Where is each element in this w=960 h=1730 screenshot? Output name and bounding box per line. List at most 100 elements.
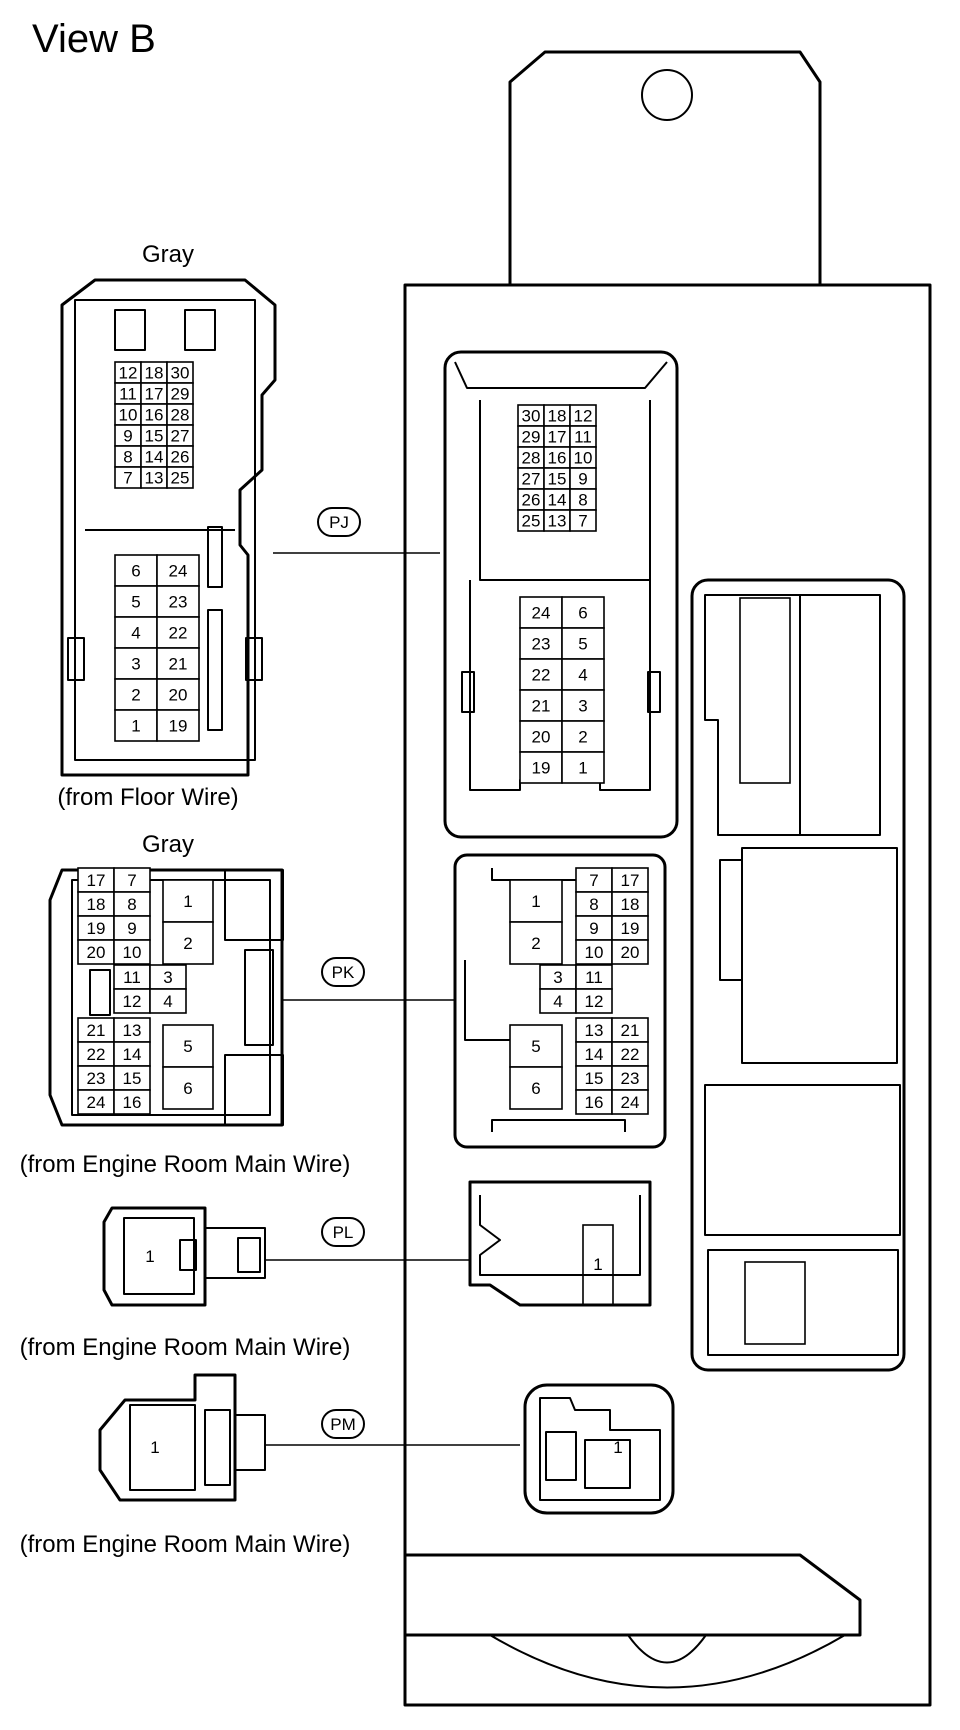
pj-right-pin-28-label: 28 (522, 449, 541, 468)
pk-right-pin-22-cell (611, 1041, 649, 1067)
pk-right-pin-9-label: 9 (589, 919, 598, 938)
pj-left-pin-3-label: 3 (131, 655, 140, 674)
pk-left-pin-13-label: 13 (123, 1021, 142, 1040)
pm-left-pin: 1 (150, 1438, 159, 1457)
pk-left-pin-8-label: 8 (127, 895, 136, 914)
pk-left-pin-10-label: 10 (123, 943, 142, 962)
pk-left-pin-12-cell (113, 988, 151, 1014)
pk-left-pin-1-label: 1 (183, 892, 192, 911)
pj-right-pin-2-cell (561, 720, 605, 753)
pj-left-pin-22-cell (156, 616, 200, 649)
pk-left-pin-13-cell (113, 1017, 151, 1043)
pk-right-pin-21-label: 21 (621, 1021, 640, 1040)
pj-left-pin-30-label: 30 (171, 364, 190, 383)
relay-cassette (690, 578, 906, 1372)
pk-color-label: Gray (142, 831, 194, 858)
pj-right-pin-24-label: 24 (532, 604, 551, 623)
pj-right-pin-6-cell (561, 596, 605, 629)
pj-left-pin-23-label: 23 (169, 593, 188, 612)
pk-left-pin-5-label: 5 (183, 1037, 192, 1056)
pm-right-pin: 1 (613, 1438, 622, 1457)
pj-left-pin-20-label: 20 (169, 686, 188, 705)
pj-left-pin-9-label: 9 (123, 427, 132, 446)
pk-left-pin-23-label: 23 (87, 1069, 106, 1088)
pj-left-pin-14-label: 14 (145, 448, 164, 467)
pj-right-pin-17-label: 17 (548, 428, 567, 447)
pk-right-pin-20-cell (611, 939, 649, 965)
pj-left-connector-body (60, 278, 277, 777)
pk-tag: PK (321, 957, 365, 987)
pj-left-pin-4-label: 4 (131, 624, 140, 643)
pj-left-pin-11-label: 11 (119, 385, 137, 404)
pl-left-connector-body (102, 1206, 266, 1307)
pk-left-pin-4-cell (149, 988, 187, 1014)
pj-right-pin-2-label: 2 (578, 728, 587, 747)
pj-right-pin-10-label: 10 (574, 449, 593, 468)
pk-left-pin-2-label: 2 (183, 934, 192, 953)
pj-right-pin-19-label: 19 (532, 759, 551, 778)
pk-left-pin-24-label: 24 (87, 1093, 106, 1112)
pj-left-pin-24-label: 24 (169, 562, 188, 581)
pk-left-pin-7-label: 7 (127, 871, 136, 890)
pj-right-pin-7-cell (569, 509, 597, 532)
pk-right-pin-10-label: 10 (585, 943, 604, 962)
pj-right-pin-5-label: 5 (578, 635, 587, 654)
pk-right-pin-11-cell (575, 964, 613, 990)
svg-text:PM: PM (330, 1415, 356, 1434)
pj-right-pin-21-cell (519, 689, 563, 722)
pk-right-pin-2-cell (509, 921, 563, 965)
pk-left-pin-3-cell (149, 964, 187, 990)
pk-right-pin-1-cell (509, 879, 563, 923)
pj-left-pin-26-label: 26 (171, 448, 190, 467)
pj-right-pin-19-cell (519, 751, 563, 784)
pk-left-pin-1-cell (162, 879, 214, 923)
pj-left-pin-8-label: 8 (123, 448, 132, 467)
pk-right-pin-7-label: 7 (589, 871, 598, 890)
pj-right-pin-12-label: 12 (574, 407, 593, 426)
pk-right-pin-10-cell (575, 939, 613, 965)
pk-left-pin-3-label: 3 (163, 968, 172, 987)
pj-left-pin-10-label: 10 (119, 406, 138, 425)
pm-source-label: (from Engine Room Main Wire) (20, 1531, 351, 1558)
pk-right-pin-13-label: 13 (585, 1021, 604, 1040)
pk-left-pin-16-label: 16 (123, 1093, 142, 1112)
pj-left-pin-12-label: 12 (119, 364, 138, 383)
pj-left-pin-29-label: 29 (171, 385, 190, 404)
pj-right-pin-30-label: 30 (522, 407, 541, 426)
pj-left-pin-2-label: 2 (131, 686, 140, 705)
pk-right-pin-15-label: 15 (585, 1069, 604, 1088)
pj-left-pin-16-label: 16 (145, 406, 164, 425)
pk-right-pin-23-label: 23 (621, 1069, 640, 1088)
pk-right-pin-8-label: 8 (589, 895, 598, 914)
pk-right-pin-12-label: 12 (585, 992, 604, 1011)
pj-right-pin-14-label: 14 (548, 491, 567, 510)
pj-left-pin-22-label: 22 (169, 624, 188, 643)
pj-right-pin-25-label: 25 (522, 512, 541, 531)
pk-right-pin-20-label: 20 (621, 943, 640, 962)
pk-left-pin-6-cell (162, 1066, 214, 1110)
pl-tag: PL (321, 1217, 365, 1247)
pk-right-pin-22-label: 22 (621, 1045, 640, 1064)
pk-left-pin-20-label: 20 (87, 943, 106, 962)
pj-left-pin-19-label: 19 (169, 717, 188, 736)
pj-right-pin-1-label: 1 (578, 759, 587, 778)
pj-tag: PJ (317, 507, 361, 537)
pj-right-pin-11-label: 11 (574, 428, 592, 447)
pj-right-pin-4-label: 4 (578, 666, 587, 685)
pk-left-pin-17-label: 17 (87, 871, 106, 890)
pj-right-pin-6-label: 6 (578, 604, 587, 623)
pj-left-pin-7-label: 7 (123, 469, 132, 488)
pj-right-pin-13-label: 13 (548, 512, 567, 531)
housing-pj-socket (443, 350, 679, 839)
pj-left-pin-13-label: 13 (145, 469, 164, 488)
pj-right-pin-18-label: 18 (548, 407, 567, 426)
pm-tag: PM (321, 1409, 365, 1439)
pj-left-pin-15-label: 15 (145, 427, 164, 446)
pj-left-pin-27-label: 27 (171, 427, 190, 446)
pj-right-pin-9-label: 9 (578, 470, 587, 489)
pj-right-pin-23-label: 23 (532, 635, 551, 654)
pj-left-pin-1-label: 1 (131, 717, 140, 736)
pk-source-label: (from Engine Room Main Wire) (20, 1151, 351, 1178)
pj-right-pin-20-label: 20 (532, 728, 551, 747)
